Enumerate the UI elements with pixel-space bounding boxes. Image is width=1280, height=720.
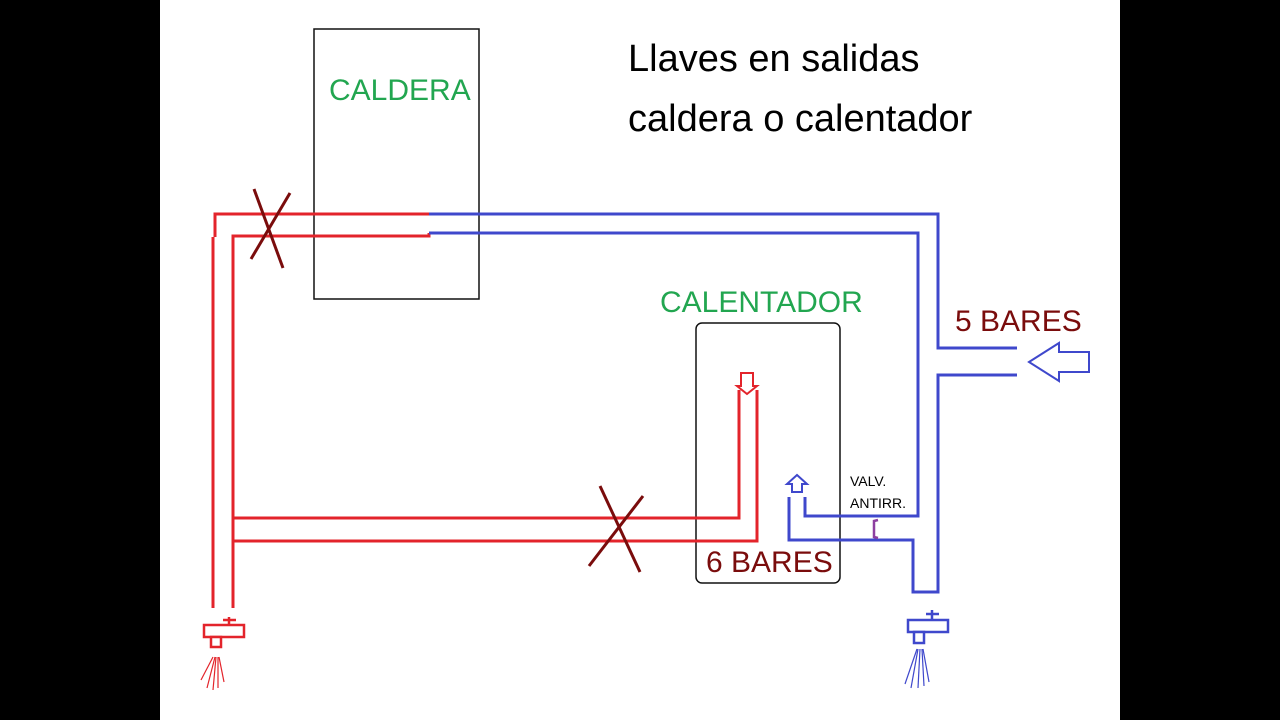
cross-mark-icon: [249, 188, 292, 269]
supply-pressure-label: 5 BARES: [955, 305, 1082, 338]
diagram-canvas: [160, 0, 1120, 720]
cross-mark-icon: [587, 485, 645, 573]
hot-pipe-caldera: [211, 212, 431, 608]
cold-tap-icon[interactable]: [904, 610, 950, 689]
diagram-title-line2: caldera o calentador: [628, 98, 973, 140]
calentador-label: CALENTADOR: [660, 286, 863, 319]
cold-pipe-network: [429, 212, 1017, 594]
hot-tap-icon[interactable]: [200, 617, 246, 691]
valve-label-line2: ANTIRR.: [850, 495, 906, 511]
hot-pipe-calentador: [232, 390, 759, 543]
inlet-arrow-icon: [1027, 341, 1090, 383]
calentador-box: [695, 322, 841, 584]
valve-label-line1: VALV.: [850, 473, 887, 489]
heater-pressure-label: 6 BARES: [706, 546, 833, 579]
caldera-box: [313, 28, 480, 300]
diagram-title-line1: Llaves en salidas: [628, 38, 920, 80]
flow-up-arrow-icon: [784, 473, 810, 493]
caldera-label: CALDERA: [329, 74, 471, 107]
flow-down-arrow-icon: [734, 372, 760, 396]
valve-antirretorno-icon: [872, 518, 879, 540]
